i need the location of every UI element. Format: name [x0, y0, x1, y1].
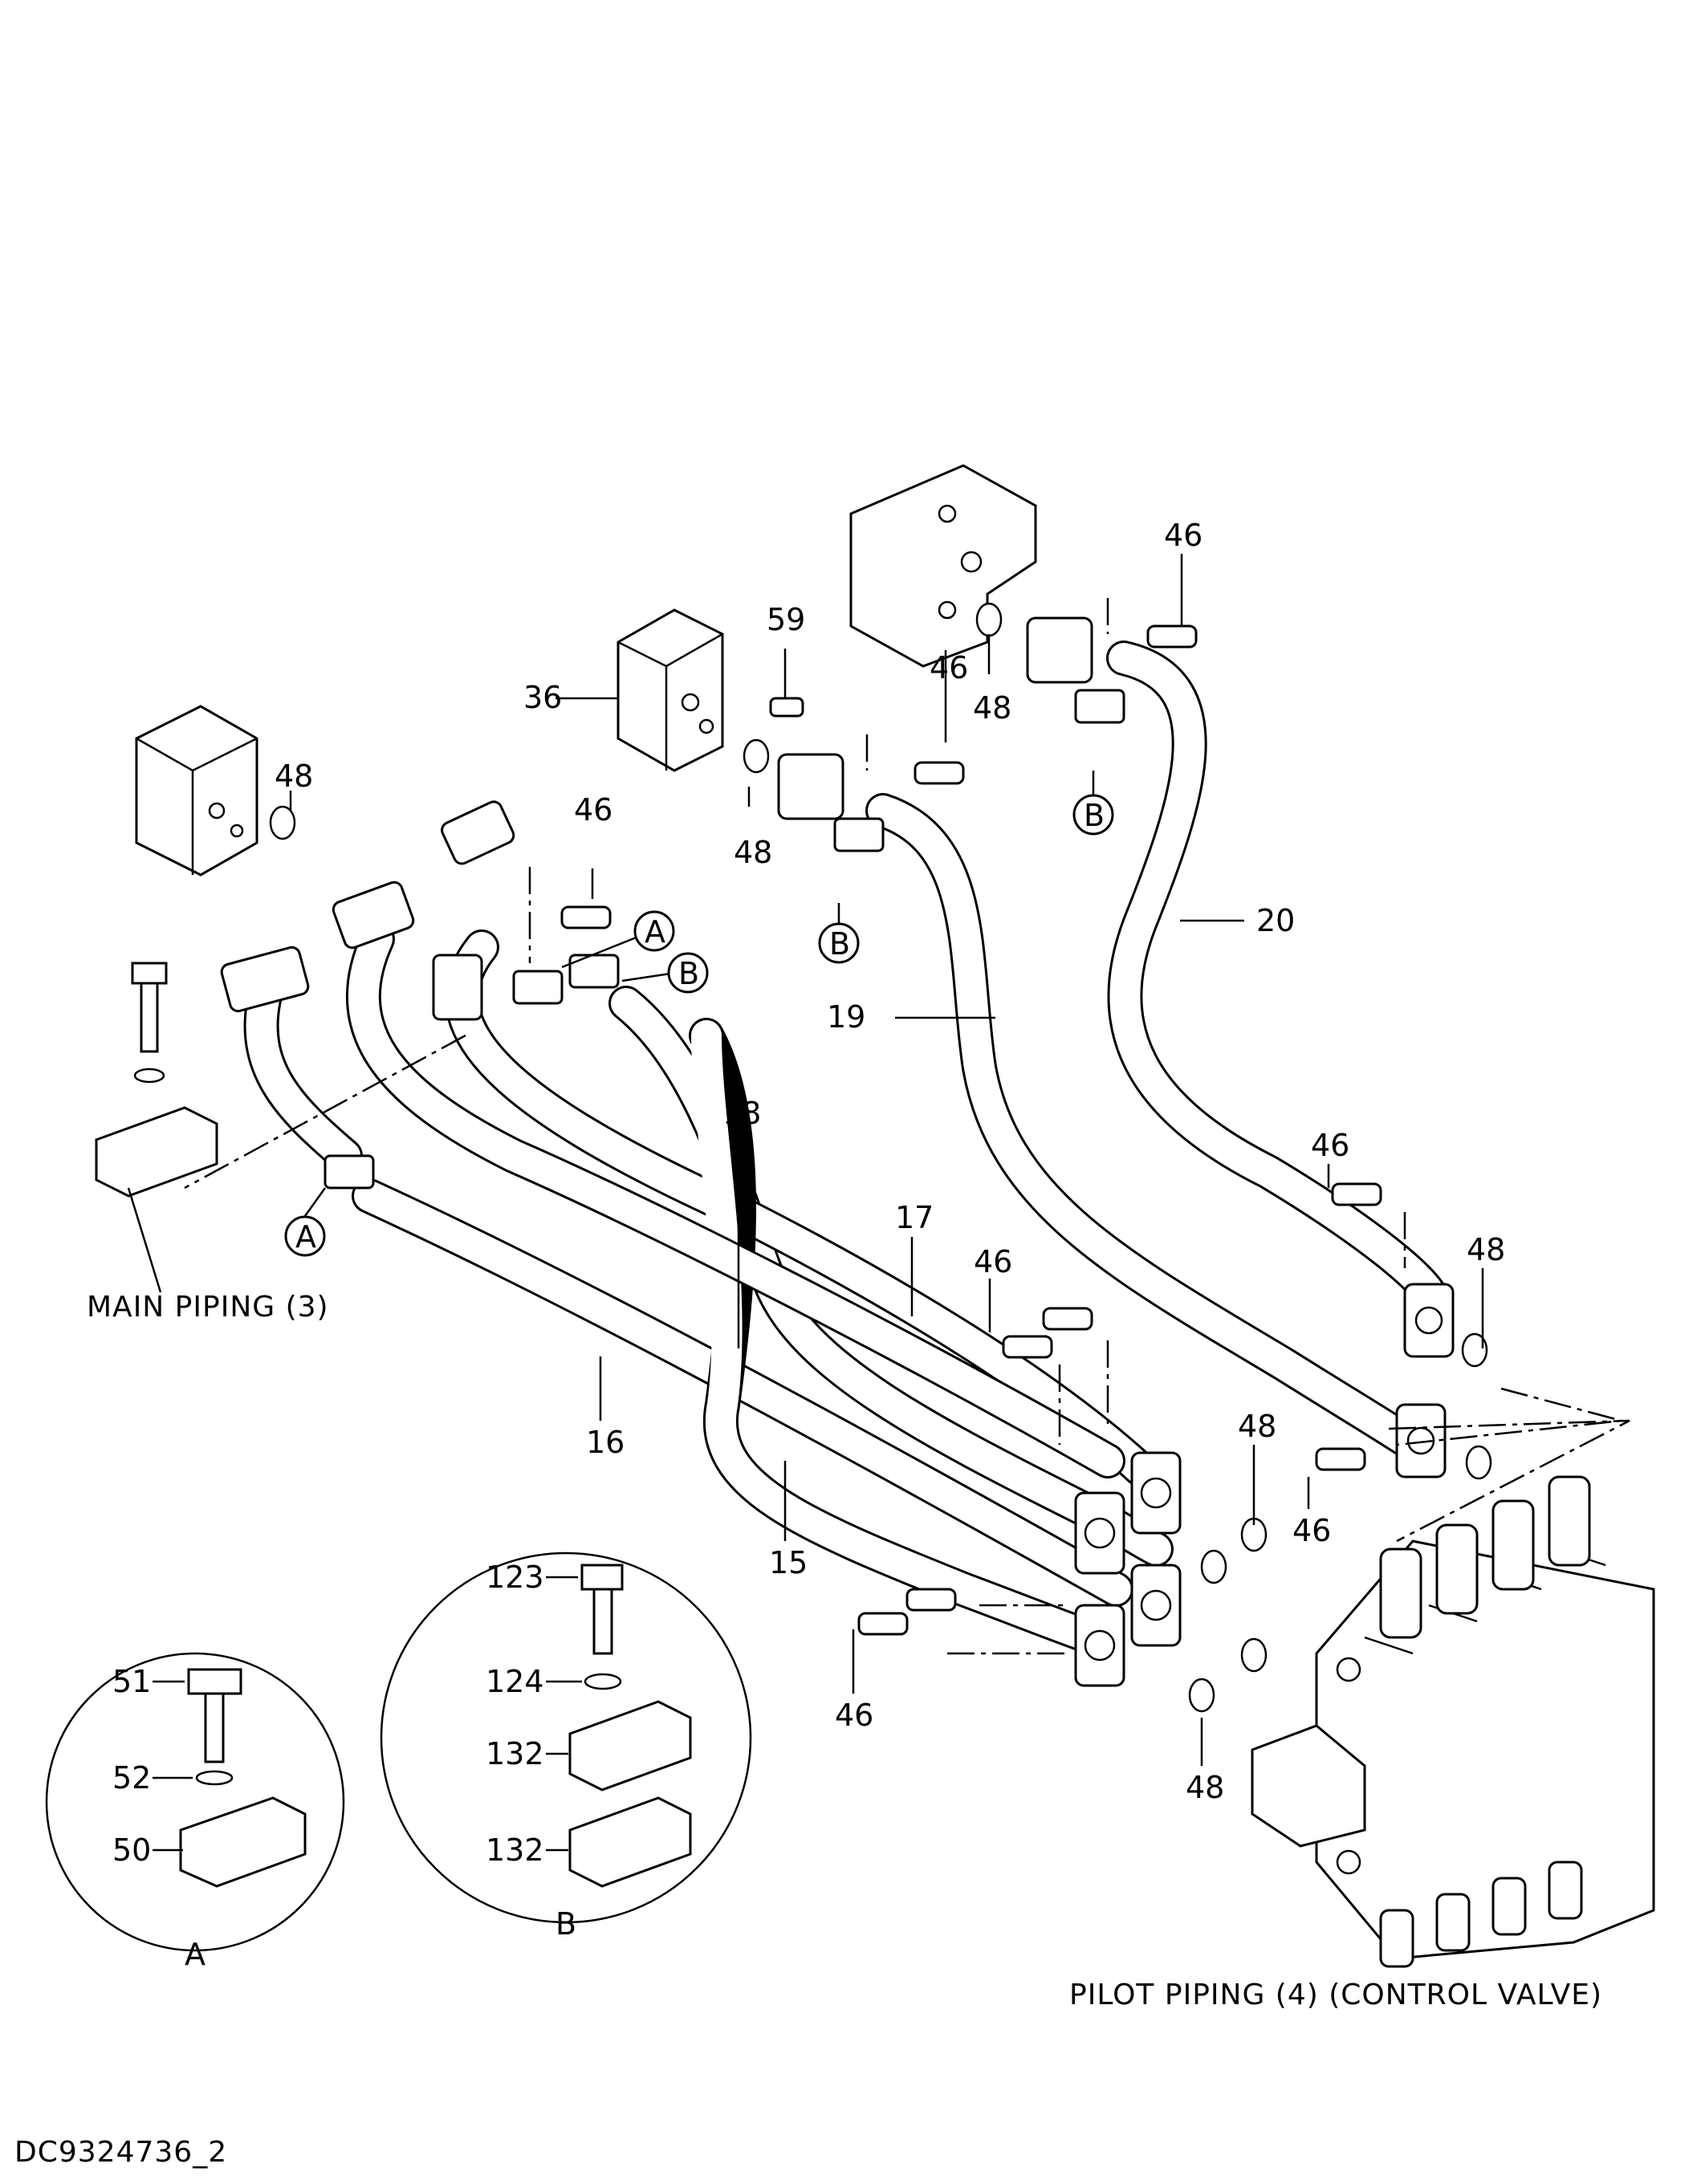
callout-123: 123 [486, 1560, 544, 1595]
detail-a-label: A [185, 1937, 206, 1972]
block-left [135, 705, 258, 876]
callout-51: 51 [112, 1664, 151, 1699]
callout-20: 20 [1256, 903, 1295, 938]
callout-46-b: 46 [1164, 518, 1203, 553]
callout-19: 19 [827, 999, 865, 1035]
callout-48-c: 48 [275, 759, 313, 794]
leader-lines [289, 554, 1484, 1766]
marker-b-1: B [678, 956, 699, 991]
marker-a-2: A [295, 1219, 316, 1255]
detail-a: 51 52 50 A [45, 1652, 345, 1972]
detail-b-label: B [555, 1906, 576, 1942]
callout-36: 36 [523, 680, 562, 715]
pipe-clamps [324, 689, 1125, 1190]
callout-46-d: 46 [974, 1244, 1012, 1279]
pipe-20 [1106, 641, 1447, 1310]
callout-15: 15 [769, 1545, 808, 1580]
callout-17: 17 [895, 1200, 934, 1235]
callout-46-c: 46 [574, 792, 612, 828]
bolts [560, 624, 1382, 1636]
pipe-main-left [243, 921, 1125, 1478]
block-top-right [849, 464, 1037, 668]
marker-b-3: B [1084, 798, 1105, 833]
callout-16: 16 [586, 1425, 625, 1460]
markers: A B B B A [284, 771, 1114, 1257]
callout-48-b: 48 [734, 835, 772, 870]
main-piping-caption: MAIN PIPING (3) [87, 1291, 329, 1324]
callout-48-f: 48 [1186, 1770, 1224, 1805]
marker-b-2: B [829, 926, 850, 962]
callout-46-f: 46 [1292, 1513, 1331, 1548]
detail-b: 123 124 132 132 B [380, 1552, 752, 1942]
pipe-19 [865, 793, 1430, 1462]
callout-48-d: 48 [1467, 1232, 1505, 1267]
callout-132-a: 132 [486, 1736, 544, 1771]
callout-52: 52 [112, 1760, 151, 1796]
callouts: 36 59 46 46 48 48 48 46 19 20 18 17 16 1… [275, 518, 1505, 1805]
pilot-piping-caption: PILOT PIPING (4) (CONTROL VALVE) [1069, 1979, 1602, 2011]
callout-48-e: 48 [1238, 1409, 1276, 1444]
callout-48-a: 48 [973, 690, 1011, 726]
callout-46-g: 46 [835, 1698, 873, 1733]
control-valve [1251, 1475, 1655, 1968]
callout-50: 50 [112, 1832, 151, 1868]
pipe-16 [352, 1178, 1133, 1607]
drawing-id: DC9324736_2 [14, 2136, 227, 2169]
routing-lines [184, 598, 1630, 1655]
callout-124: 124 [486, 1664, 544, 1699]
callout-59: 59 [767, 602, 805, 637]
callout-46-a: 46 [930, 650, 968, 685]
callout-132-b: 132 [486, 1832, 544, 1868]
callout-18: 18 [722, 1096, 761, 1131]
flanges [220, 616, 1455, 1687]
marker-a-1: A [645, 914, 665, 950]
loose-clamp [95, 962, 218, 1293]
callout-46-e: 46 [1311, 1128, 1349, 1163]
block-36 [617, 608, 724, 772]
